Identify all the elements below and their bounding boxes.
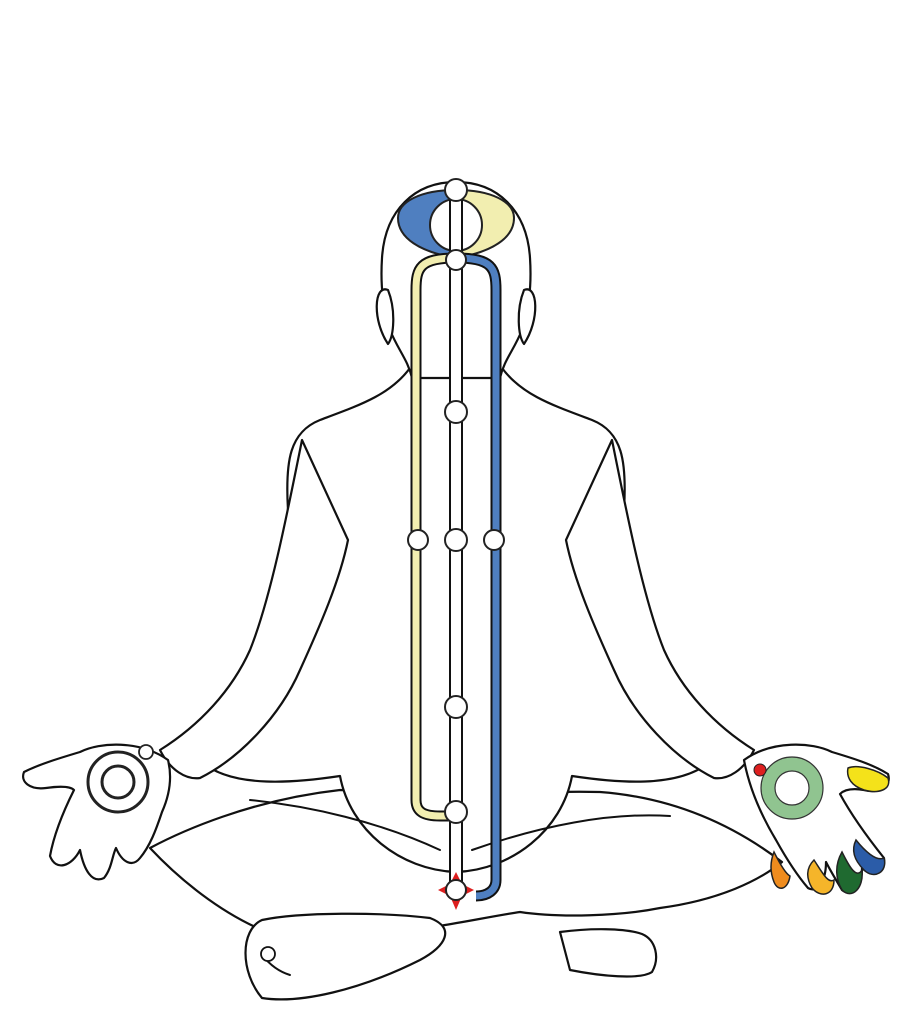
node-crown-top — [444, 178, 468, 202]
lap-fold-left — [249, 799, 441, 851]
energy-centers — [407, 178, 505, 910]
right-palm-ring-edge-inner — [774, 770, 810, 806]
finger-yellow — [846, 766, 890, 793]
node-swadhisthan — [444, 800, 468, 824]
right-palm-ring — [761, 757, 823, 819]
node-manipura — [444, 695, 468, 719]
finger-orange — [770, 850, 791, 889]
finger-gold — [807, 858, 835, 895]
right-foot — [558, 928, 658, 978]
left-hand-node — [138, 744, 154, 760]
toe — [260, 946, 276, 962]
right-hand-red-dot — [753, 763, 767, 777]
right-hand — [742, 743, 890, 895]
right-channel-fill — [455, 254, 500, 900]
left-ear — [375, 288, 395, 346]
node-anahata — [444, 528, 468, 552]
node-right-heart — [483, 529, 505, 551]
right-arm — [564, 438, 756, 780]
left-foot — [244, 912, 447, 1001]
node-sahasrara — [445, 249, 467, 271]
node-mooladhara — [438, 872, 474, 910]
left-palm-ring-inner — [100, 764, 136, 800]
finger-blue — [852, 838, 886, 876]
right-ear — [517, 288, 537, 346]
finger-green — [836, 850, 863, 895]
mooladhara-circle — [445, 879, 467, 901]
left-hand — [22, 743, 172, 881]
right-palm-ring-edge-outer — [760, 756, 824, 820]
left-arm — [158, 438, 350, 780]
node-left-heart — [407, 529, 429, 551]
node-vishuddhi — [444, 400, 468, 424]
